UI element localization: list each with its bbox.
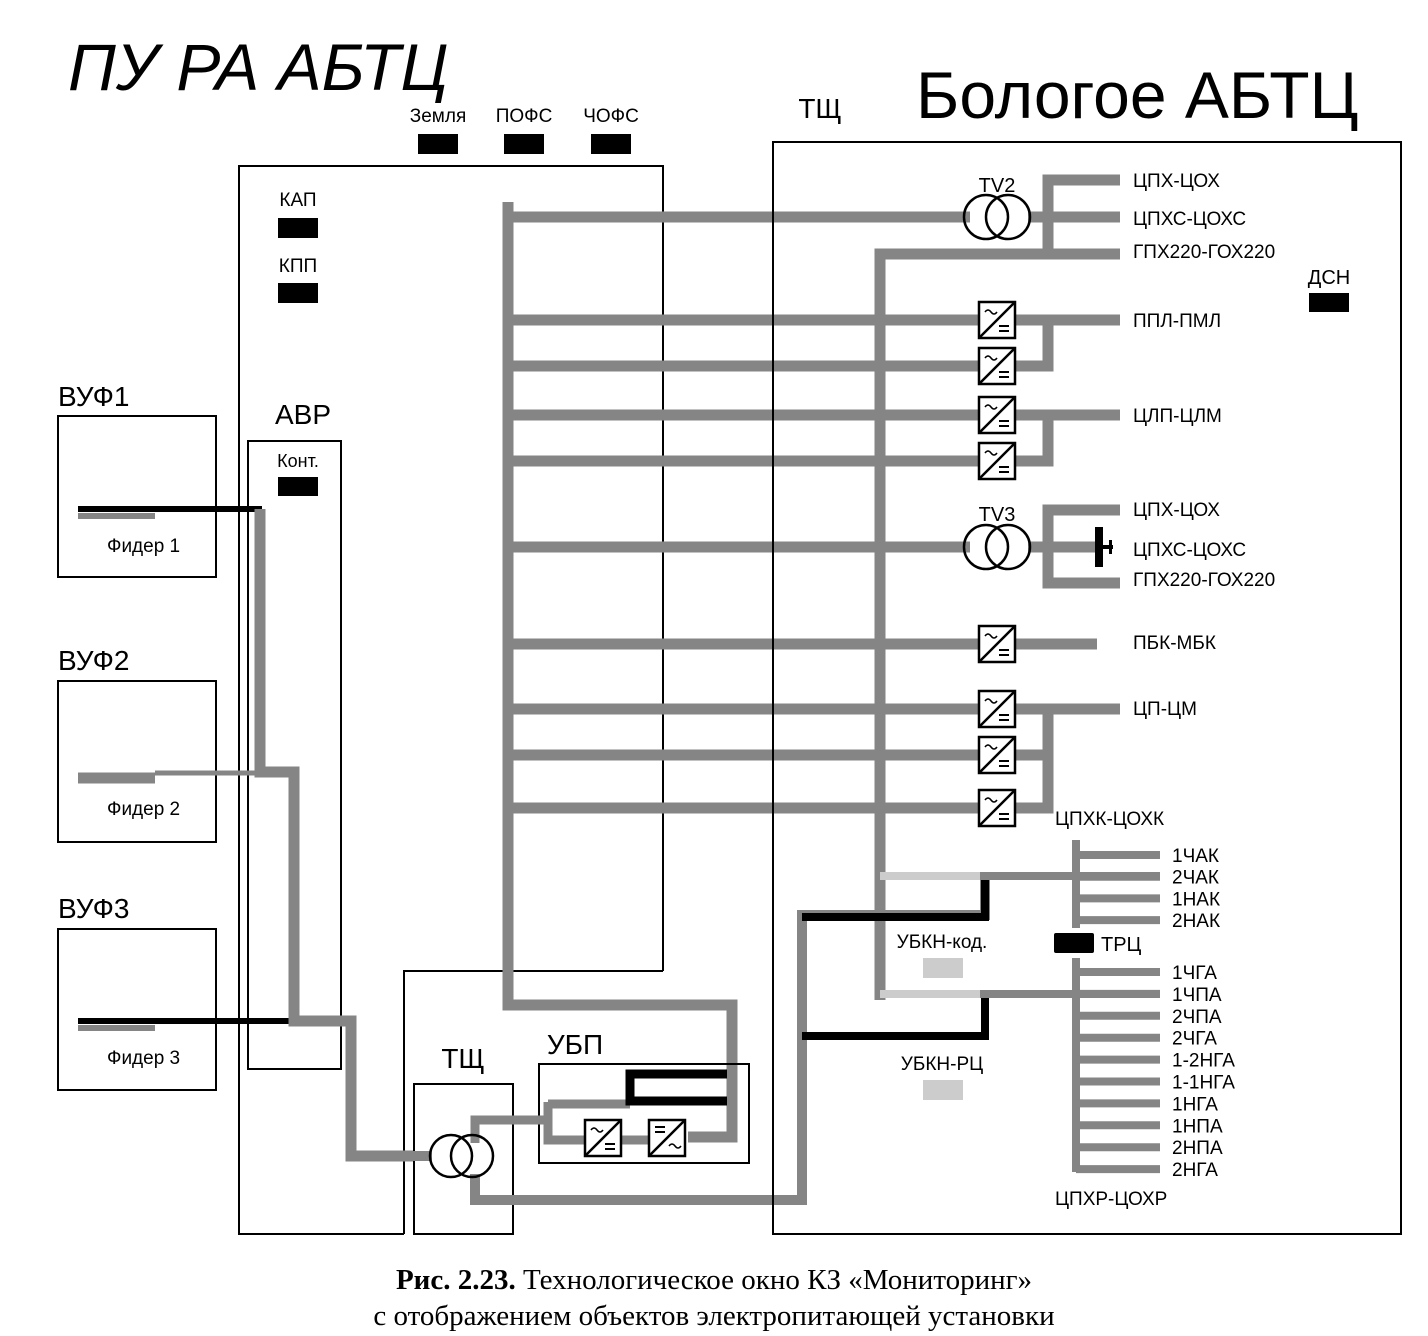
svg-text:Конт.: Конт.: [277, 451, 319, 471]
svg-text:КАП: КАП: [279, 190, 316, 211]
svg-text:ВУФ3: ВУФ3: [58, 893, 129, 924]
trc-lower-output-label: 1НПА: [1172, 1116, 1223, 1137]
trc-lower-output-label: 1ЧПА: [1172, 985, 1222, 1006]
trc-lower-output-label: 2НГА: [1172, 1160, 1218, 1181]
tv3-wiring: [1028, 504, 1120, 589]
tv3-output-1: ЦПХ-ЦОХ: [1133, 500, 1220, 521]
right-title: Бологое АБТЦ: [916, 58, 1358, 132]
output-tsphk-tsohk: ЦПХК-ЦОХК: [1055, 809, 1164, 830]
tv2-wiring: [874, 174, 1120, 1000]
trc-lower-output-label: 1-2НГА: [1172, 1051, 1235, 1072]
feeder-1-label[interactable]: Фидер 1: [107, 536, 180, 557]
output-tslp-tslm: ЦЛП-ЦЛМ: [1133, 406, 1222, 427]
tv2-output-3: ГПХ220-ГОХ220: [1133, 242, 1275, 263]
caption-line2: с отображением объектов электропитающей …: [373, 1300, 1055, 1332]
ubkn-rc-label: УБКН-РЦ: [901, 1054, 983, 1075]
tv3-fuse-icon[interactable]: [1095, 527, 1113, 567]
tv2-label: TV2: [979, 175, 1016, 197]
figure-caption-line2: с отображением объектов электропитающей …: [0, 1298, 1428, 1334]
figure-caption: Рис. 2.23. Технологическое окно КЗ «Мони…: [0, 1262, 1428, 1298]
ubp-rectifier-icon: [583, 1118, 623, 1158]
indicator-zemlya[interactable]: Земля: [410, 106, 466, 154]
trc-lower-bus-label: ЦПХР-ЦОХР: [1055, 1189, 1167, 1210]
ubp-inverter-icon: [647, 1118, 687, 1158]
vuf3-block: ВУФ3 Фидер 3: [57, 893, 217, 1091]
rectifier-icon[interactable]: [977, 689, 1017, 729]
ubkn-kod-indicator[interactable]: [923, 958, 963, 978]
indicator-pofs[interactable]: ПОФС: [496, 106, 553, 154]
trc-lower-output-label: 1-1НГА: [1172, 1073, 1235, 1094]
trc-lower-output-label: 2НПА: [1172, 1138, 1223, 1159]
trc-lower-output-label: 1НГА: [1172, 1094, 1218, 1115]
main-bus: [502, 202, 980, 1143]
vuf2-block: ВУФ2 Фидер 2: [57, 645, 217, 843]
indicator-dsn[interactable]: ДСН: [1308, 267, 1350, 312]
svg-text:ПОФС: ПОФС: [496, 106, 553, 127]
rectifier-icon[interactable]: [977, 395, 1017, 435]
svg-text:ТЩ: ТЩ: [441, 1043, 484, 1074]
svg-text:ВУФ1: ВУФ1: [58, 381, 129, 412]
left-title: ПУ РА АБТЦ: [68, 30, 448, 104]
trc-lower-outputs: 1ЧГА1ЧПА2ЧПА2ЧГА1-2НГА1-1НГА1НГА1НПА2НПА…: [1076, 963, 1235, 1181]
svg-text:ТЩ: ТЩ: [798, 93, 841, 124]
svg-text:АВР: АВР: [275, 399, 331, 430]
tv2-output-1: ЦПХ-ЦОХ: [1133, 171, 1220, 192]
svg-text:ДСН: ДСН: [1308, 267, 1350, 289]
trc-indicator[interactable]: [1054, 933, 1094, 953]
tv2-output-2: ЦПХС-ЦОХС: [1133, 209, 1246, 230]
indicator-chofs[interactable]: ЧОФС: [583, 106, 639, 154]
rectifier-icon[interactable]: [977, 441, 1017, 481]
tv3-transformer-icon[interactable]: [962, 523, 1032, 571]
caption-line1: Технологическое окно КЗ «Мониторинг»: [522, 1264, 1033, 1296]
indicator-kap[interactable]: КАП: [278, 190, 318, 238]
trc-lower-output-label: 2ЧПА: [1172, 1007, 1222, 1028]
svg-text:УБП: УБП: [547, 1029, 603, 1060]
svg-text:ВУФ2: ВУФ2: [58, 645, 129, 676]
trc-lower-output-label: 2ЧГА: [1172, 1029, 1217, 1050]
trc-lower-output-label: 1ЧГА: [1172, 963, 1217, 984]
rectifier-icon[interactable]: [977, 624, 1017, 664]
rectifier-icon[interactable]: [977, 346, 1017, 386]
output-ppl-pml: ППЛ-ПМЛ: [1133, 311, 1221, 332]
tv3-output-2: ЦПХС-ЦОХС: [1133, 540, 1246, 561]
rectifier-icon[interactable]: [977, 300, 1017, 340]
tv2-transformer-icon[interactable]: [962, 193, 1032, 241]
ubp-block: УБП: [538, 1029, 750, 1164]
trc-upper-output-label: 1ЧАК: [1172, 846, 1219, 867]
caption-number: Рис. 2.23.: [395, 1264, 516, 1296]
ubkn-kod-label: УБКН-код.: [897, 932, 988, 953]
output-pbk-mbk: ПБК-МБК: [1133, 633, 1216, 654]
feeder-2-label[interactable]: Фидер 2: [107, 799, 180, 820]
rectifier-icon[interactable]: [977, 788, 1017, 828]
tsh-block: ТЩ: [772, 93, 1402, 1235]
svg-text:Земля: Земля: [410, 106, 466, 127]
tv3-output-3: ГПХ220-ГОХ220: [1133, 570, 1275, 591]
feeder-3-label[interactable]: Фидер 3: [107, 1048, 180, 1069]
indicator-kpp[interactable]: КПП: [278, 256, 318, 303]
trc-upper-output-label: 2ЧАК: [1172, 868, 1219, 889]
trc-upper-output-label: 2НАК: [1172, 911, 1220, 932]
vuf1-block: ВУФ1 Фидер 1: [57, 381, 217, 578]
trc-label: ТРЦ: [1101, 934, 1142, 956]
ubkn-rc-indicator[interactable]: [923, 1080, 963, 1100]
avr-contactor-indicator[interactable]: [278, 477, 318, 496]
local-transformer-icon: [428, 1133, 495, 1179]
avr-block: АВР Конт.: [247, 399, 342, 1070]
svg-text:ЧОФС: ЧОФС: [583, 106, 639, 127]
rectifier-wiring: [1015, 314, 1120, 814]
tv3-label: TV3: [979, 504, 1016, 526]
rectifier-icon[interactable]: [977, 735, 1017, 775]
output-tsp-tsm: ЦП-ЦМ: [1133, 699, 1197, 720]
svg-text:КПП: КПП: [279, 256, 317, 277]
trc-upper-output-label: 1НАК: [1172, 889, 1220, 910]
